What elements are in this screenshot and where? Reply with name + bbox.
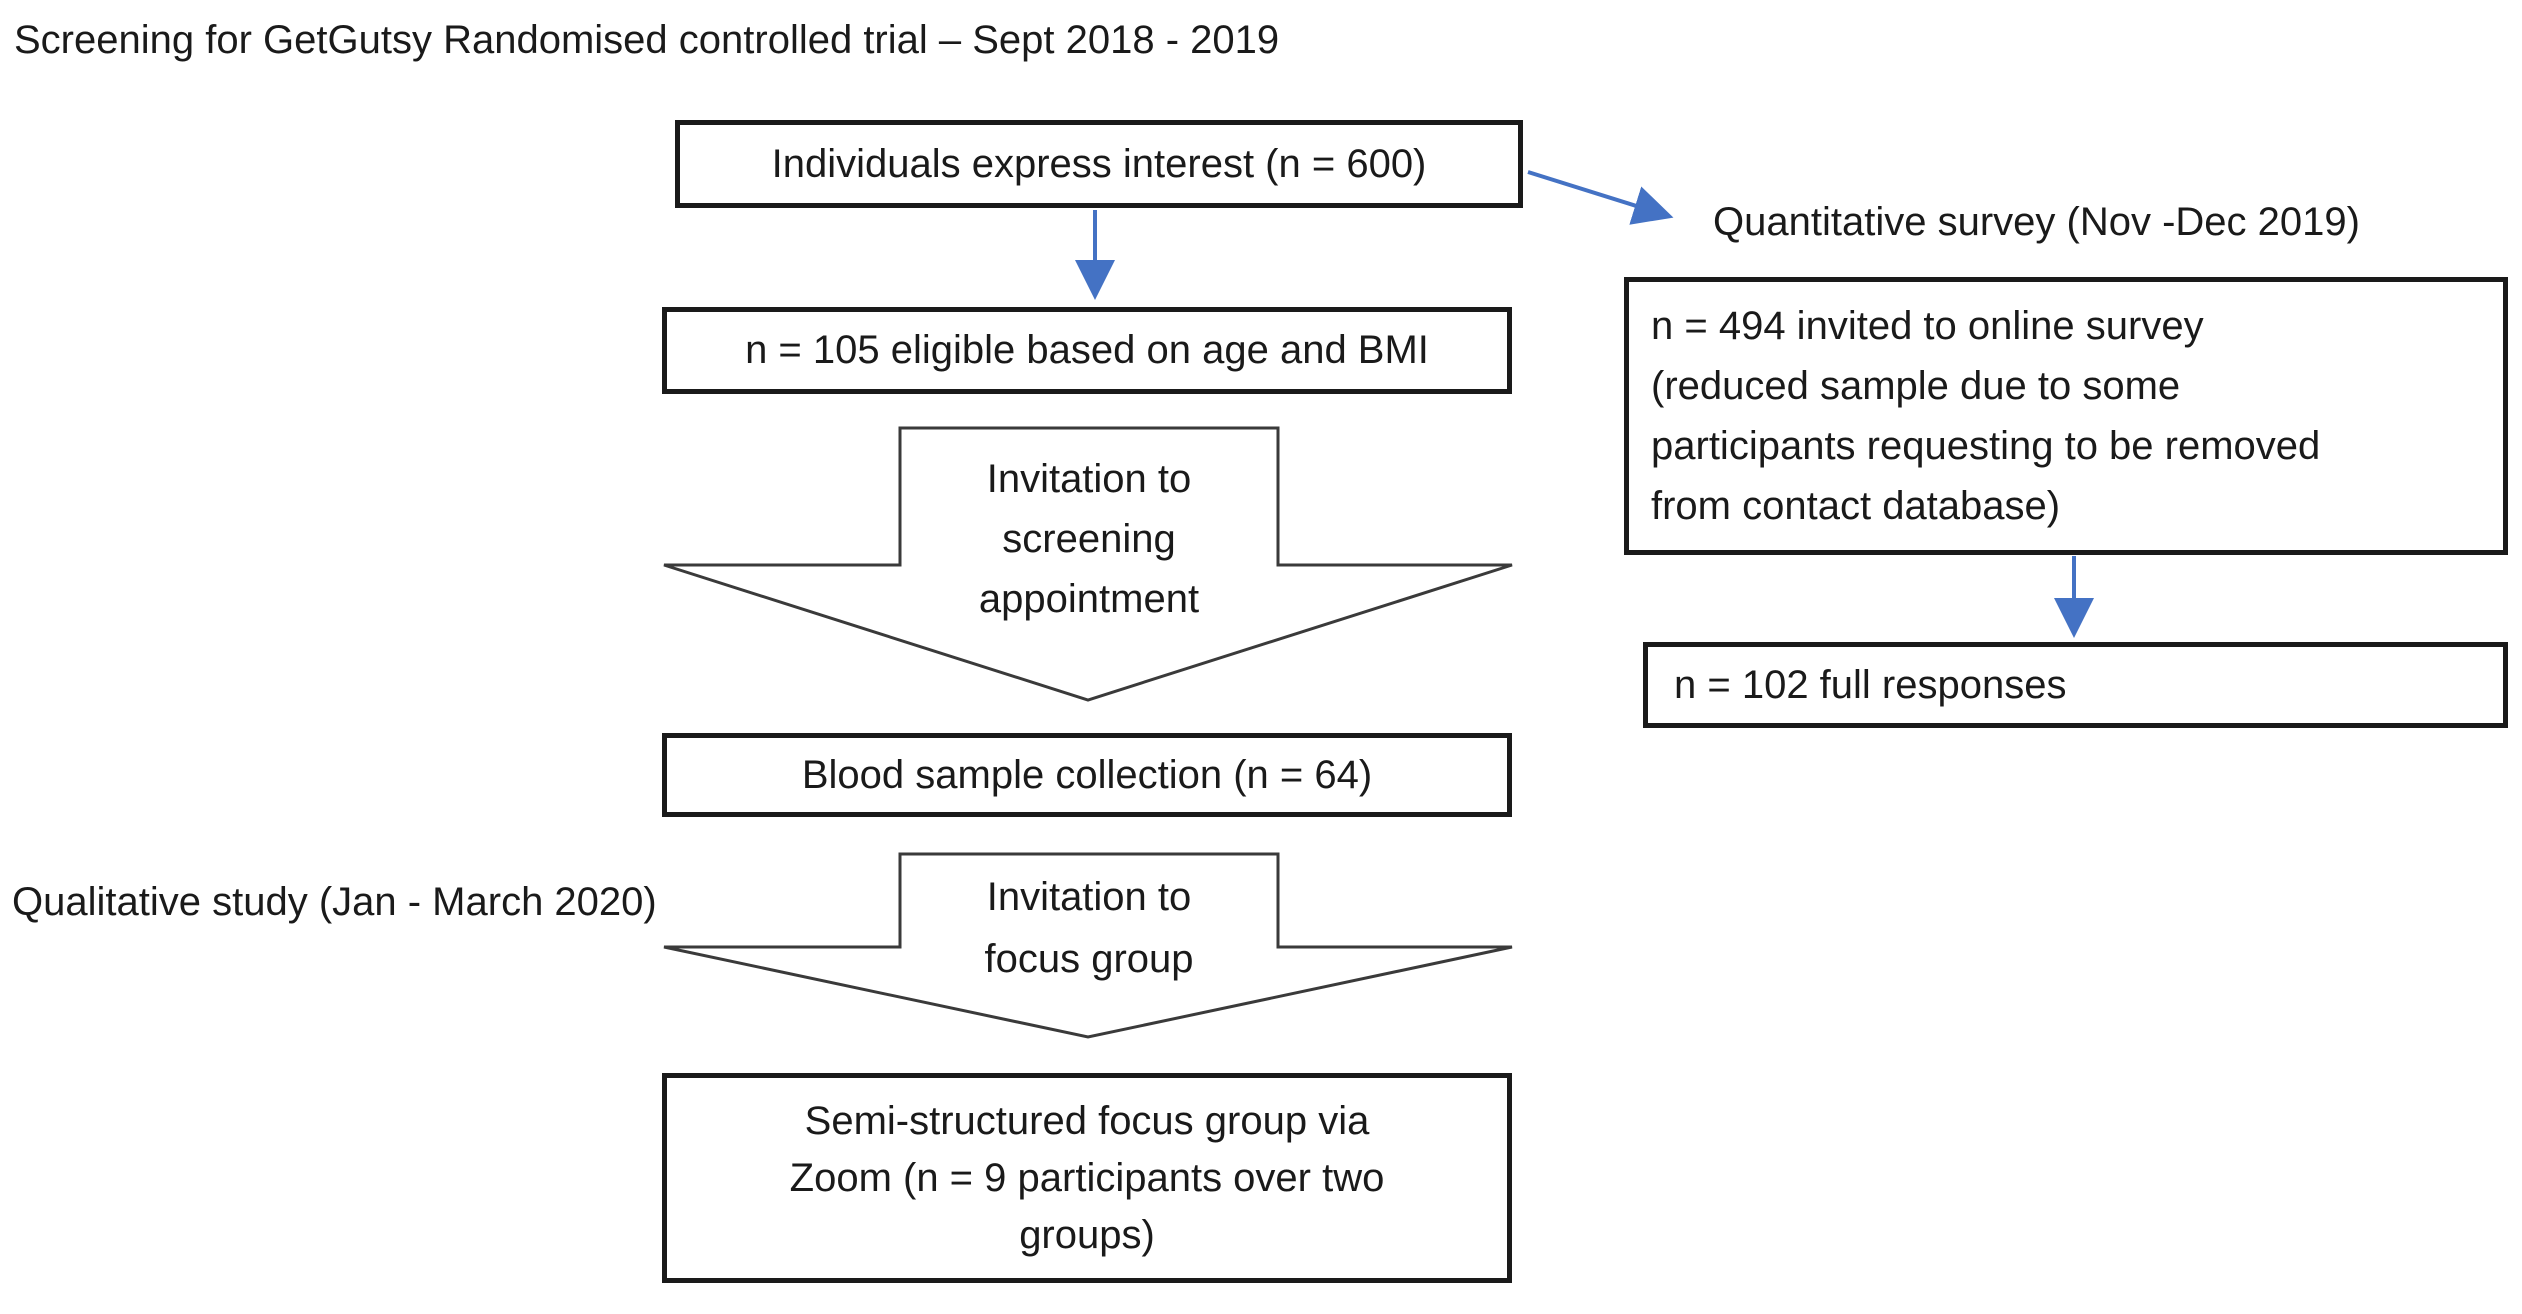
eligible-box: n = 105 eligible based on age and BMI (662, 307, 1512, 394)
responses-box: n = 102 full responses (1643, 642, 2508, 728)
interest-box: Individuals express interest (n = 600) (675, 120, 1523, 208)
screening-chevron-shape (663, 426, 1513, 702)
interest-box-text: Individuals express interest (n = 600) (771, 141, 1427, 186)
blood-box-text: Blood sample collection (n = 64) (801, 752, 1373, 797)
eligible-box-text: n = 105 eligible based on age and BMI (745, 328, 1429, 372)
invited-box: n = 494 invited to online survey (reduce… (1624, 277, 2508, 555)
quantitative-label: Quantitative survey (Nov -Dec 2019) (1713, 200, 2360, 244)
focus-group-box: Semi-structured focus group via Zoom (n … (662, 1073, 1512, 1283)
focus-chevron-shape (663, 852, 1513, 1039)
invited-box-text: n = 494 invited to online survey (reduce… (1651, 304, 2321, 528)
blood-box: Blood sample collection (n = 64) (662, 733, 1512, 817)
focus-group-box-text: Semi-structured focus group via Zoom (n … (789, 1098, 1385, 1257)
focus-chevron-text: Invitation to focus group (984, 875, 1194, 981)
qualitative-label: Qualitative study (Jan - March 2020) (12, 880, 657, 924)
diagram-title: Screening for GetGutsy Randomised contro… (14, 18, 1280, 62)
arrow-interest-to-quantitative (1527, 170, 1674, 225)
responses-box-text: n = 102 full responses (1674, 662, 2067, 707)
screening-chevron-text: Invitation to screening appointment (978, 457, 1200, 621)
